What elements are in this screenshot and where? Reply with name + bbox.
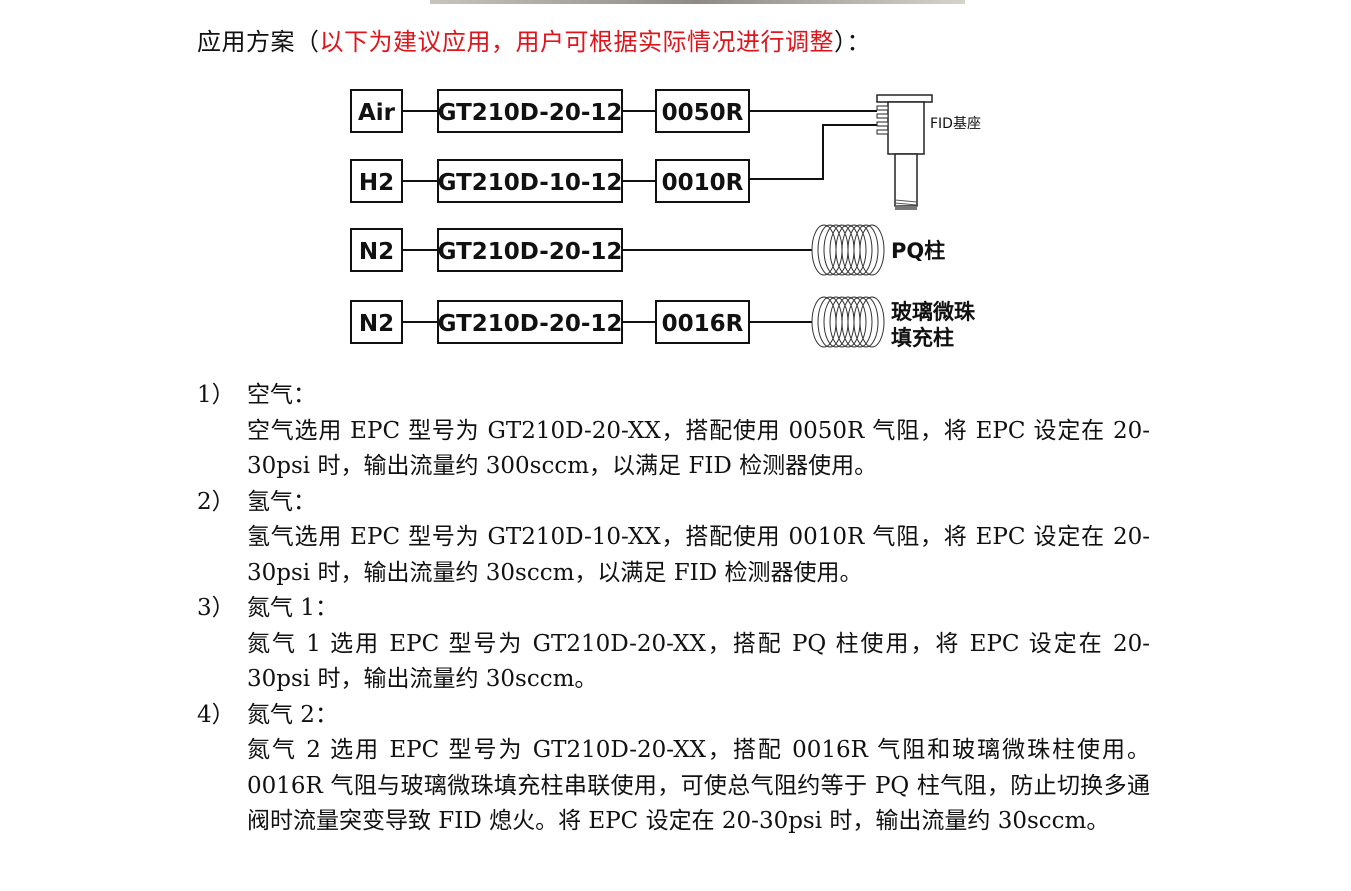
section-number: 1） — [197, 382, 235, 408]
section-title: 2） 氢气： — [197, 485, 1157, 521]
epc-label: GT210D-20-12 — [438, 239, 623, 265]
gas-label: H2 — [359, 170, 394, 196]
section-heading: 氢气： — [247, 488, 316, 515]
section-title: 3） 氮气 1： — [197, 591, 1157, 627]
epc-label: GT210D-20-12 — [438, 311, 623, 337]
glass-column-label-line1: 玻璃微珠 — [891, 300, 976, 324]
restrictor-label: 0016R — [662, 311, 744, 337]
section-heading: 氮气 2： — [247, 701, 338, 728]
section-heading: 空气： — [247, 382, 316, 408]
pq-column-label: PQ柱 — [891, 239, 945, 263]
section-nitrogen-1: 3） 氮气 1： 氮气 1 选用 EPC 型号为 GT210D-20-XX，搭配 … — [197, 591, 1157, 698]
section-body: 空气选用 EPC 型号为 GT210D-20-XX，搭配使用 0050R 气阻，… — [247, 417, 1150, 480]
section-number: 2） — [197, 488, 235, 515]
gas-label: Air — [358, 100, 396, 126]
section-hydrogen: 2） 氢气： 氢气选用 EPC 型号为 GT210D-10-XX，搭配使用 001… — [197, 485, 1157, 592]
gas-label: N2 — [359, 311, 394, 337]
section-body: 氢气选用 EPC 型号为 GT210D-10-XX，搭配使用 0010R 气阻，… — [247, 524, 1150, 586]
application-sections: 1） 空气： 空气选用 EPC 型号为 GT210D-20-XX，搭配使用 005… — [197, 378, 1157, 840]
section-body: 氮气 1 选用 EPC 型号为 GT210D-20-XX，搭配 PQ 柱使用，将… — [247, 630, 1150, 693]
section-number: 3） — [197, 595, 235, 621]
fid-base-icon — [876, 94, 933, 210]
restrictor-label: 0050R — [662, 100, 744, 126]
page-heading: 应用方案（以下为建议应用，用户可根据实际情况进行调整）： — [197, 22, 871, 57]
epc-label: GT210D-10-12 — [438, 170, 623, 196]
section-number: 4） — [197, 701, 235, 728]
section-air: 1） 空气： 空气选用 EPC 型号为 GT210D-20-XX，搭配使用 005… — [197, 378, 1157, 485]
gas-path-diagram: FID基座 PQ柱 玻璃微珠 填充柱 Air GT210D-20-12 0050… — [350, 89, 981, 350]
gas-label: N2 — [359, 239, 394, 265]
section-title: 4） 氮气 2： — [197, 698, 1157, 734]
section-heading: 氮气 1： — [247, 595, 338, 621]
restrictor-box-0010r — [655, 159, 750, 203]
heading-note: 以下为建议应用，用户可根据实际情况进行调整 — [319, 28, 834, 56]
heading-suffix: ）： — [834, 28, 871, 56]
section-nitrogen-2: 4） 氮气 2： 氮气 2 选用 EPC 型号为 GT210D-20-XX，搭配 … — [197, 698, 1157, 840]
heading-prefix: 应用方案（ — [197, 28, 320, 56]
epc-label: GT210D-20-12 — [438, 100, 623, 126]
fid-base-label: FID基座 — [930, 115, 981, 132]
glass-bead-column-coil-icon — [811, 296, 885, 348]
top-image-edge — [430, 0, 965, 4]
glass-column-label-line2: 填充柱 — [891, 326, 954, 350]
section-body: 氮气 2 选用 EPC 型号为 GT210D-20-XX，搭配 0016R 气阻… — [247, 737, 1150, 834]
restrictor-label: 0010R — [662, 170, 744, 196]
section-title: 1） 空气： — [197, 378, 1157, 414]
pq-column-coil-icon — [811, 224, 885, 276]
